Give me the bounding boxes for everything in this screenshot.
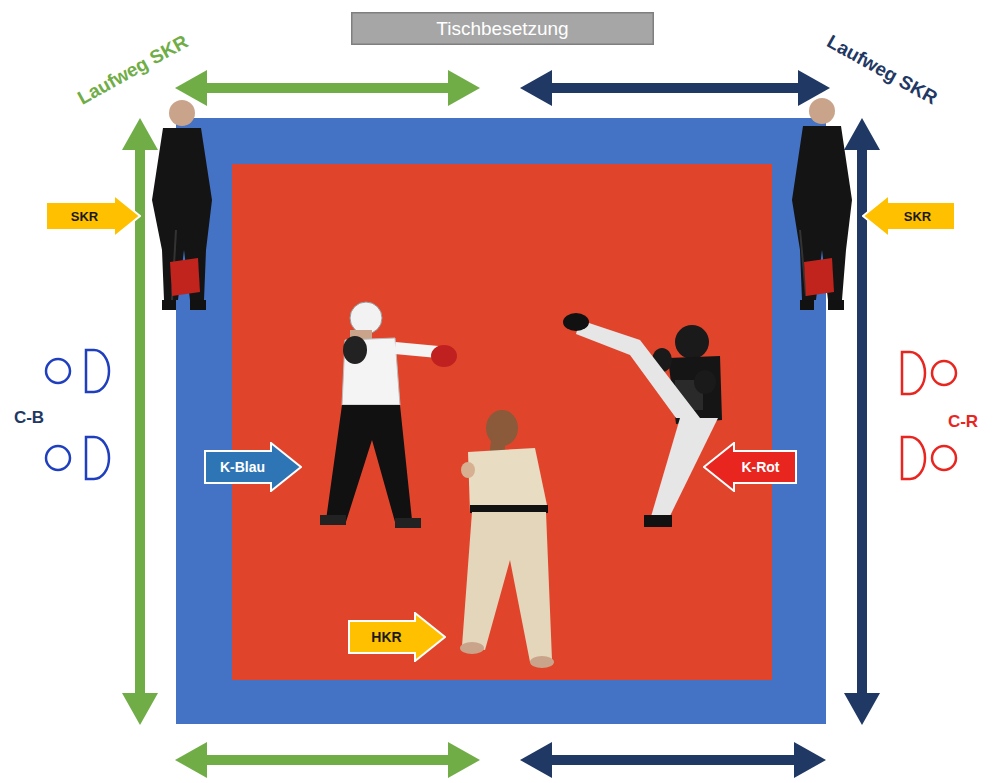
mat-border: [176, 118, 826, 724]
walkway-navy: [520, 70, 880, 778]
side-referee-left: [152, 100, 212, 310]
node-outline: [349, 613, 445, 661]
side-referee-arrow: SKR: [862, 194, 956, 238]
node-text: K-Rot: [741, 459, 779, 475]
side-referee-arrow: SKR: [45, 194, 141, 238]
node-outline: [205, 443, 301, 491]
side-referee-right: [792, 98, 852, 310]
fighter-red: [563, 313, 722, 527]
fighter-blue: [320, 302, 457, 528]
head-referee-arrow: HKR: [348, 612, 446, 662]
node-outline: [863, 195, 955, 237]
fight-area: [232, 164, 772, 680]
node-text: SKR: [71, 209, 98, 224]
node-text: Tischbesetzung: [436, 18, 568, 40]
blue-corner-arrow: K-Blau: [204, 442, 302, 492]
node-text: SKR: [904, 209, 931, 224]
node-outline: [352, 13, 654, 45]
node-outline: [46, 195, 140, 237]
walkway-green: [122, 70, 480, 778]
coach-seats-blue: [46, 350, 109, 479]
coach-label: C-R: [948, 412, 978, 432]
node-text: HKR: [371, 629, 401, 645]
node-outline: [704, 443, 796, 491]
head-referee: [460, 410, 554, 668]
red-corner-arrow: K-Rot: [703, 442, 797, 492]
node-text: K-Blau: [220, 459, 265, 475]
table-box: Tischbesetzung: [351, 12, 654, 45]
coach-label: C-B: [14, 408, 44, 428]
walkway-label: Laufweg SKR: [74, 31, 192, 110]
walkway-label: Laufweg SKR: [823, 31, 941, 110]
